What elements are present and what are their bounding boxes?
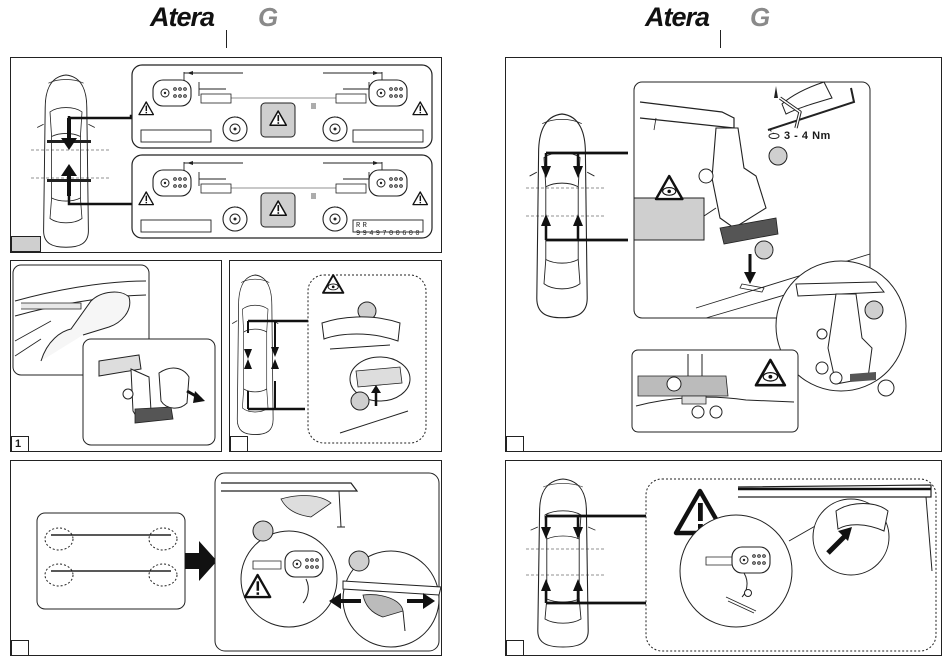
step-number-box — [506, 436, 524, 452]
panel-step-5 — [505, 460, 942, 656]
step-number-box — [11, 236, 41, 252]
part-number: RR 9949700600 — [356, 222, 441, 238]
step-number-box — [11, 640, 29, 656]
brand-wordmark: Atera — [150, 2, 214, 33]
panel-step-2 — [229, 260, 442, 452]
panel-step-1: 1 — [10, 260, 222, 452]
step-5-illustration — [506, 461, 943, 657]
brand-model: G — [750, 2, 770, 33]
brand-model: G — [258, 2, 278, 33]
brand-right: Atera G — [645, 2, 785, 46]
step-number-box — [506, 640, 524, 656]
panel-top-left: RR 9949700600 — [10, 57, 442, 253]
brand-divider — [720, 30, 721, 48]
brand-divider — [226, 30, 227, 48]
step-3-illustration — [11, 461, 443, 657]
step-number-box: 1 — [11, 436, 29, 452]
hex-key-icon — [774, 94, 814, 134]
step-2-illustration — [230, 261, 443, 453]
panel-step-3 — [10, 460, 442, 656]
step-4-illustration — [506, 58, 943, 453]
step-number-box — [230, 436, 248, 452]
step-1-illustration — [11, 261, 223, 453]
brand-wordmark: Atera — [645, 2, 709, 33]
brand-left: Atera G — [150, 2, 290, 46]
torque-label: 3 - 4 Nm — [784, 130, 831, 142]
panel-step-4: 3 - 4 Nm — [505, 57, 942, 452]
